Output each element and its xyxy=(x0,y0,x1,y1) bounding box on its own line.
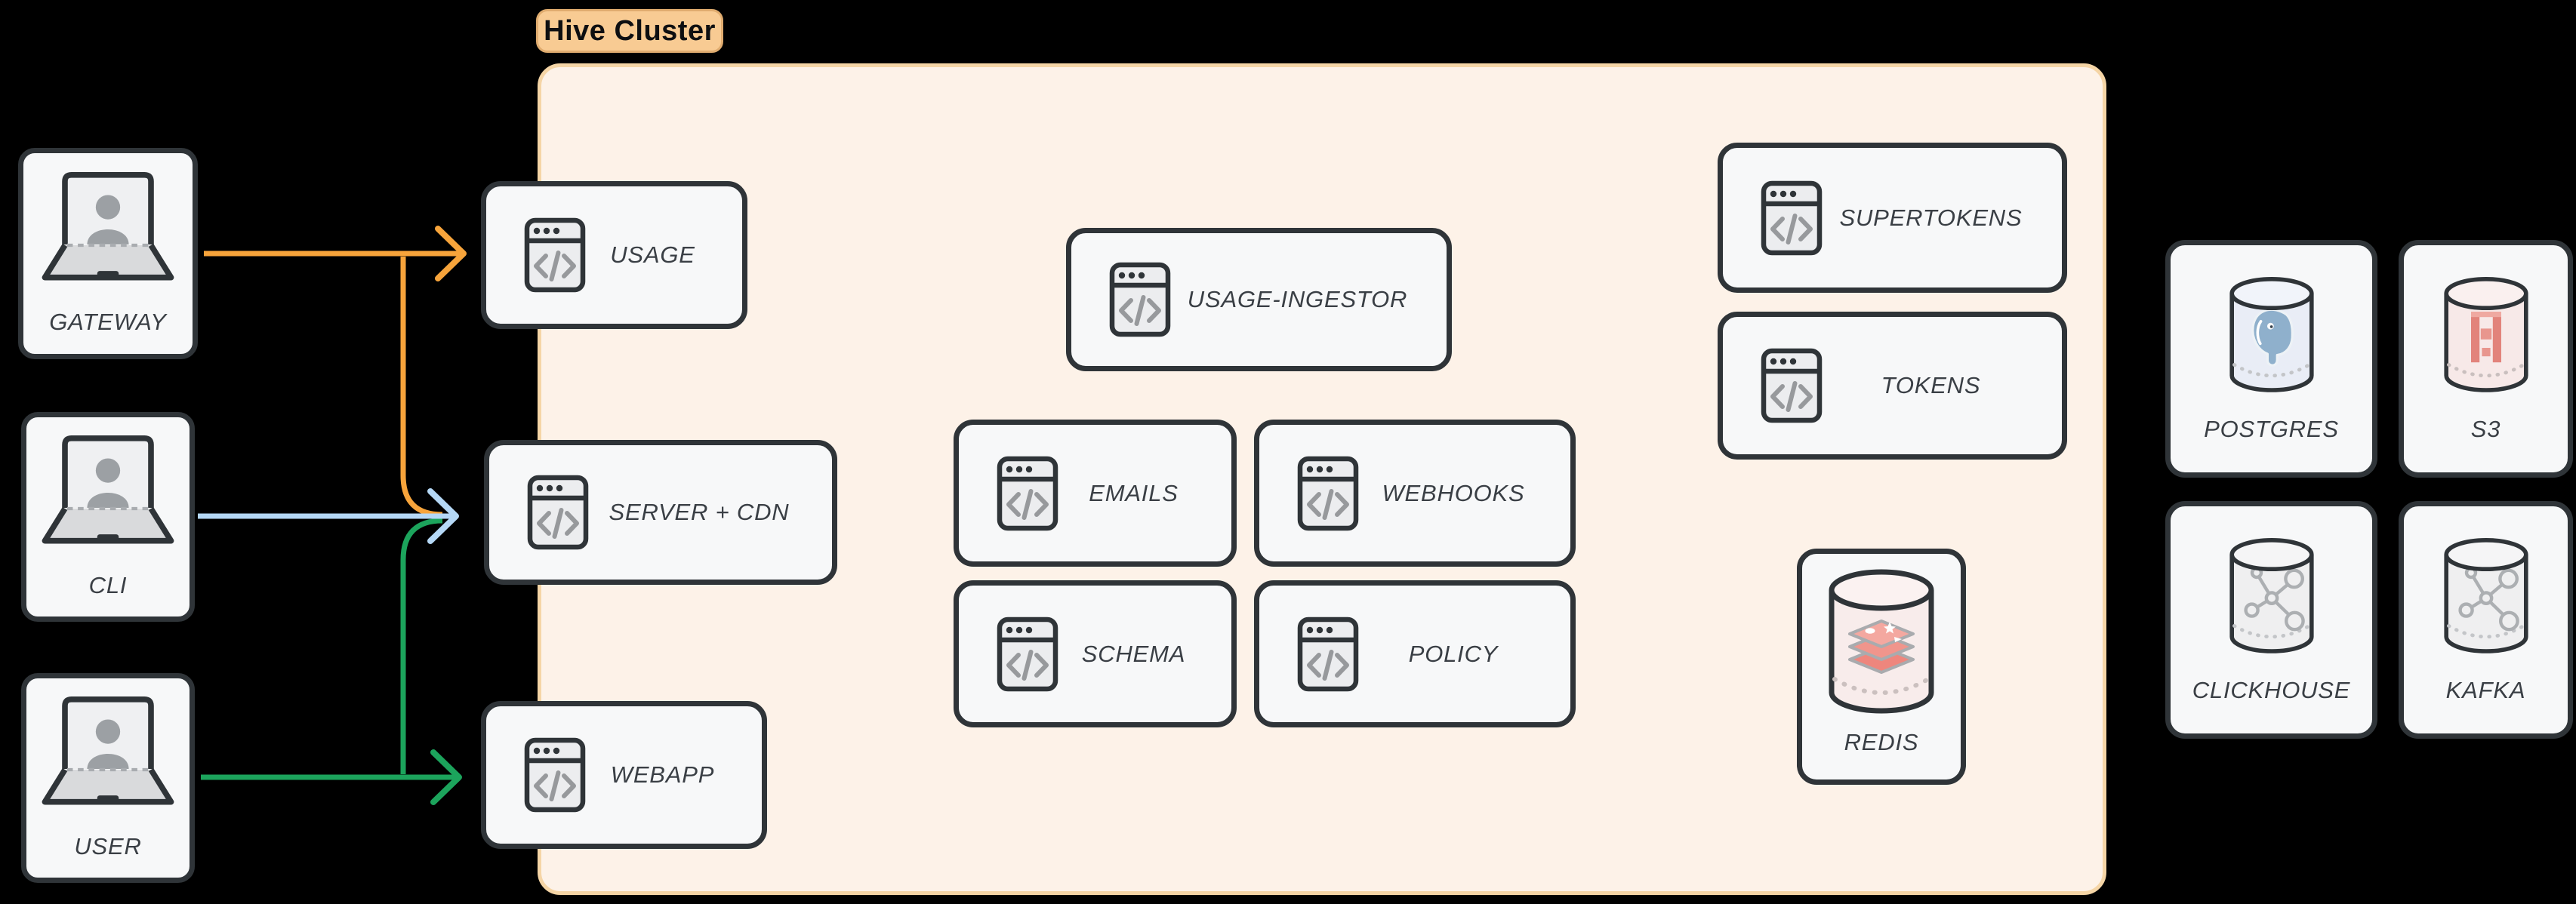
laptop-user-icon xyxy=(36,171,180,289)
service-label-emails: EMAILS xyxy=(1089,479,1179,506)
service-label-webhooks: WEBHOOKS xyxy=(1382,479,1525,506)
service-label-webapp: WEBAPP xyxy=(610,761,715,788)
datastore-box-kafka: KAFKA xyxy=(2399,501,2573,739)
datastore-label-postgres: POSTGRES xyxy=(2204,416,2339,442)
code-window-icon xyxy=(527,475,589,550)
client-label-user: USER xyxy=(74,833,142,859)
code-window-icon xyxy=(524,217,586,293)
code-window-icon xyxy=(1761,348,1823,423)
service-label-usage-ingestor: USAGE-INGESTOR xyxy=(1187,286,1408,312)
code-window-icon xyxy=(1297,617,1359,692)
code-window-icon xyxy=(997,617,1058,692)
service-label-supertokens: SUPERTOKENS xyxy=(1839,204,2023,231)
client-box-gateway: GATEWAY xyxy=(18,148,198,359)
datastore-box-redis: REDIS xyxy=(1797,549,1966,785)
service-label-usage: USAGE xyxy=(610,241,695,268)
client-label-gateway: GATEWAY xyxy=(49,309,167,335)
service-label-tokens: TOKENS xyxy=(1881,372,1981,398)
service-box-webhooks: WEBHOOKS xyxy=(1254,420,1576,567)
hive-cluster-label: Hive Cluster xyxy=(536,9,723,53)
service-box-server-cdn: SERVER + CDN xyxy=(484,440,837,585)
service-box-schema: SCHEMA xyxy=(954,580,1237,727)
molecule-database-icon xyxy=(2219,537,2325,657)
postgres-database-icon xyxy=(2219,275,2325,396)
service-label-policy: POLICY xyxy=(1408,640,1499,667)
service-box-tokens: TOKENS xyxy=(1718,312,2067,460)
service-box-emails: EMAILS xyxy=(954,420,1237,567)
edge-cli-to-servercdn-arrowhead xyxy=(427,488,459,544)
s3-database-icon xyxy=(2433,275,2539,396)
code-window-icon xyxy=(1761,180,1823,256)
datastore-label-clickhouse: CLICKHOUSE xyxy=(2192,677,2351,703)
service-box-usage: USAGE xyxy=(481,181,747,329)
edge-user-to-webapp-arrowhead xyxy=(430,749,462,805)
code-window-icon xyxy=(524,737,586,813)
datastore-box-postgres: POSTGRES xyxy=(2165,240,2377,478)
code-window-icon xyxy=(997,456,1058,531)
edge-user-to-servercdn xyxy=(400,518,443,774)
datastore-box-clickhouse: CLICKHOUSE xyxy=(2165,501,2377,739)
service-box-webapp: WEBAPP xyxy=(481,701,767,849)
service-label-server-cdn: SERVER + CDN xyxy=(609,499,790,525)
datastore-label-kafka: KAFKA xyxy=(2445,677,2526,703)
code-window-icon xyxy=(1297,456,1359,531)
redis-database-icon xyxy=(1825,567,1938,718)
edge-gateway-to-usage-arrowhead xyxy=(435,226,467,281)
service-label-schema: SCHEMA xyxy=(1081,640,1186,667)
datastore-label-redis: REDIS xyxy=(1844,729,1919,755)
client-label-cli: CLI xyxy=(88,572,128,598)
molecule-database-icon xyxy=(2433,537,2539,657)
client-box-cli: CLI xyxy=(21,412,195,622)
laptop-user-icon xyxy=(36,696,180,813)
edge-gateway-to-servercdn xyxy=(400,257,443,518)
code-window-icon xyxy=(1109,262,1171,337)
service-box-supertokens: SUPERTOKENS xyxy=(1718,143,2067,293)
laptop-user-icon xyxy=(36,435,180,552)
service-box-usage-ingestor: USAGE-INGESTOR xyxy=(1066,228,1452,371)
datastore-box-s3: S3 xyxy=(2399,240,2573,478)
client-box-user: USER xyxy=(21,673,195,883)
datastore-label-s3: S3 xyxy=(2470,416,2501,442)
service-box-policy: POLICY xyxy=(1254,580,1576,727)
